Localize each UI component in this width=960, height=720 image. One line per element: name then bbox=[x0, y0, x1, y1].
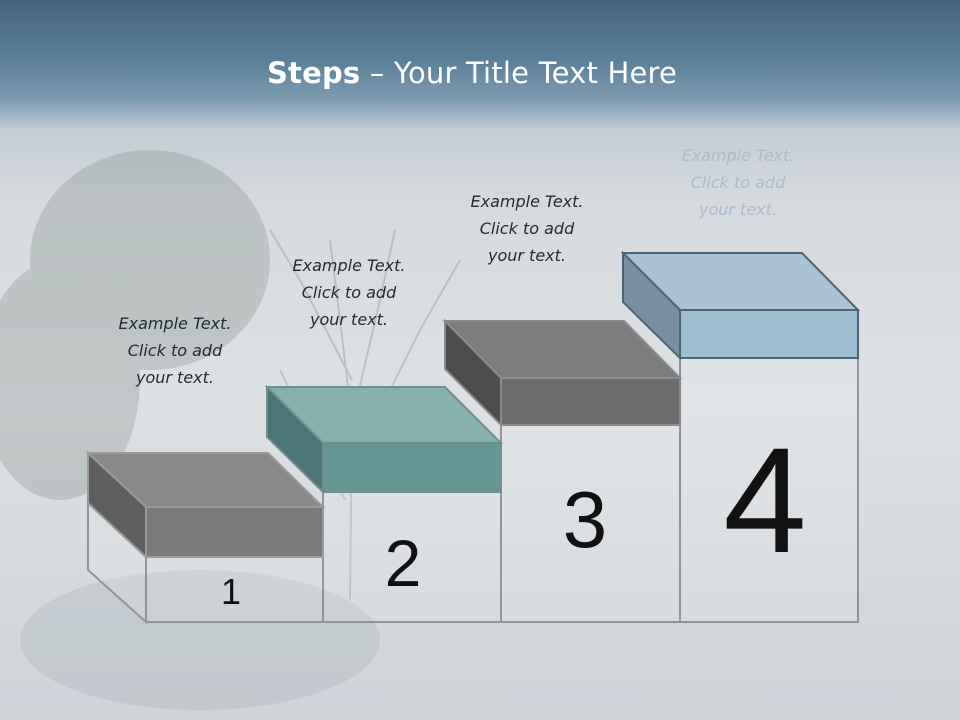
step-3-block[interactable] bbox=[442, 318, 683, 428]
caption-line: Click to add bbox=[301, 283, 397, 302]
step-2-block[interactable] bbox=[264, 384, 504, 495]
step-2-number: 2 bbox=[384, 526, 422, 600]
caption-line: Example Text. bbox=[470, 192, 584, 211]
caption-line: your text. bbox=[135, 368, 214, 387]
step-3-caption[interactable]: Example Text. Click to add your text. bbox=[442, 188, 612, 269]
title-bold: Steps bbox=[266, 56, 361, 90]
stairs-outline bbox=[87, 357, 859, 625]
step-1-caption[interactable]: Example Text. Click to add your text. bbox=[90, 310, 260, 391]
step-4-caption[interactable]: Example Text. Click to add your text. bbox=[653, 142, 823, 223]
caption-line: your text. bbox=[309, 310, 388, 329]
step-3-number: 3 bbox=[562, 475, 608, 564]
step-1-block[interactable] bbox=[85, 450, 326, 560]
caption-line: your text. bbox=[487, 246, 566, 265]
caption-line: your text. bbox=[698, 200, 777, 219]
background-landscape bbox=[0, 150, 461, 710]
step-2-caption[interactable]: Example Text. Click to add your text. bbox=[264, 252, 434, 333]
caption-line: Example Text. bbox=[292, 256, 406, 275]
caption-line: Click to add bbox=[127, 341, 223, 360]
caption-line: Click to add bbox=[479, 219, 575, 238]
step-4-number: 4 bbox=[723, 416, 807, 584]
slide-title[interactable]: Steps – Your Title Text Here bbox=[0, 56, 944, 90]
caption-line: Example Text. bbox=[118, 314, 232, 333]
step-4-block[interactable] bbox=[620, 250, 861, 361]
title-rest: – Your Title Text Here bbox=[360, 56, 678, 90]
caption-line: Example Text. bbox=[681, 146, 795, 165]
caption-line: Click to add bbox=[690, 173, 786, 192]
step-1-number: 1 bbox=[220, 571, 242, 612]
